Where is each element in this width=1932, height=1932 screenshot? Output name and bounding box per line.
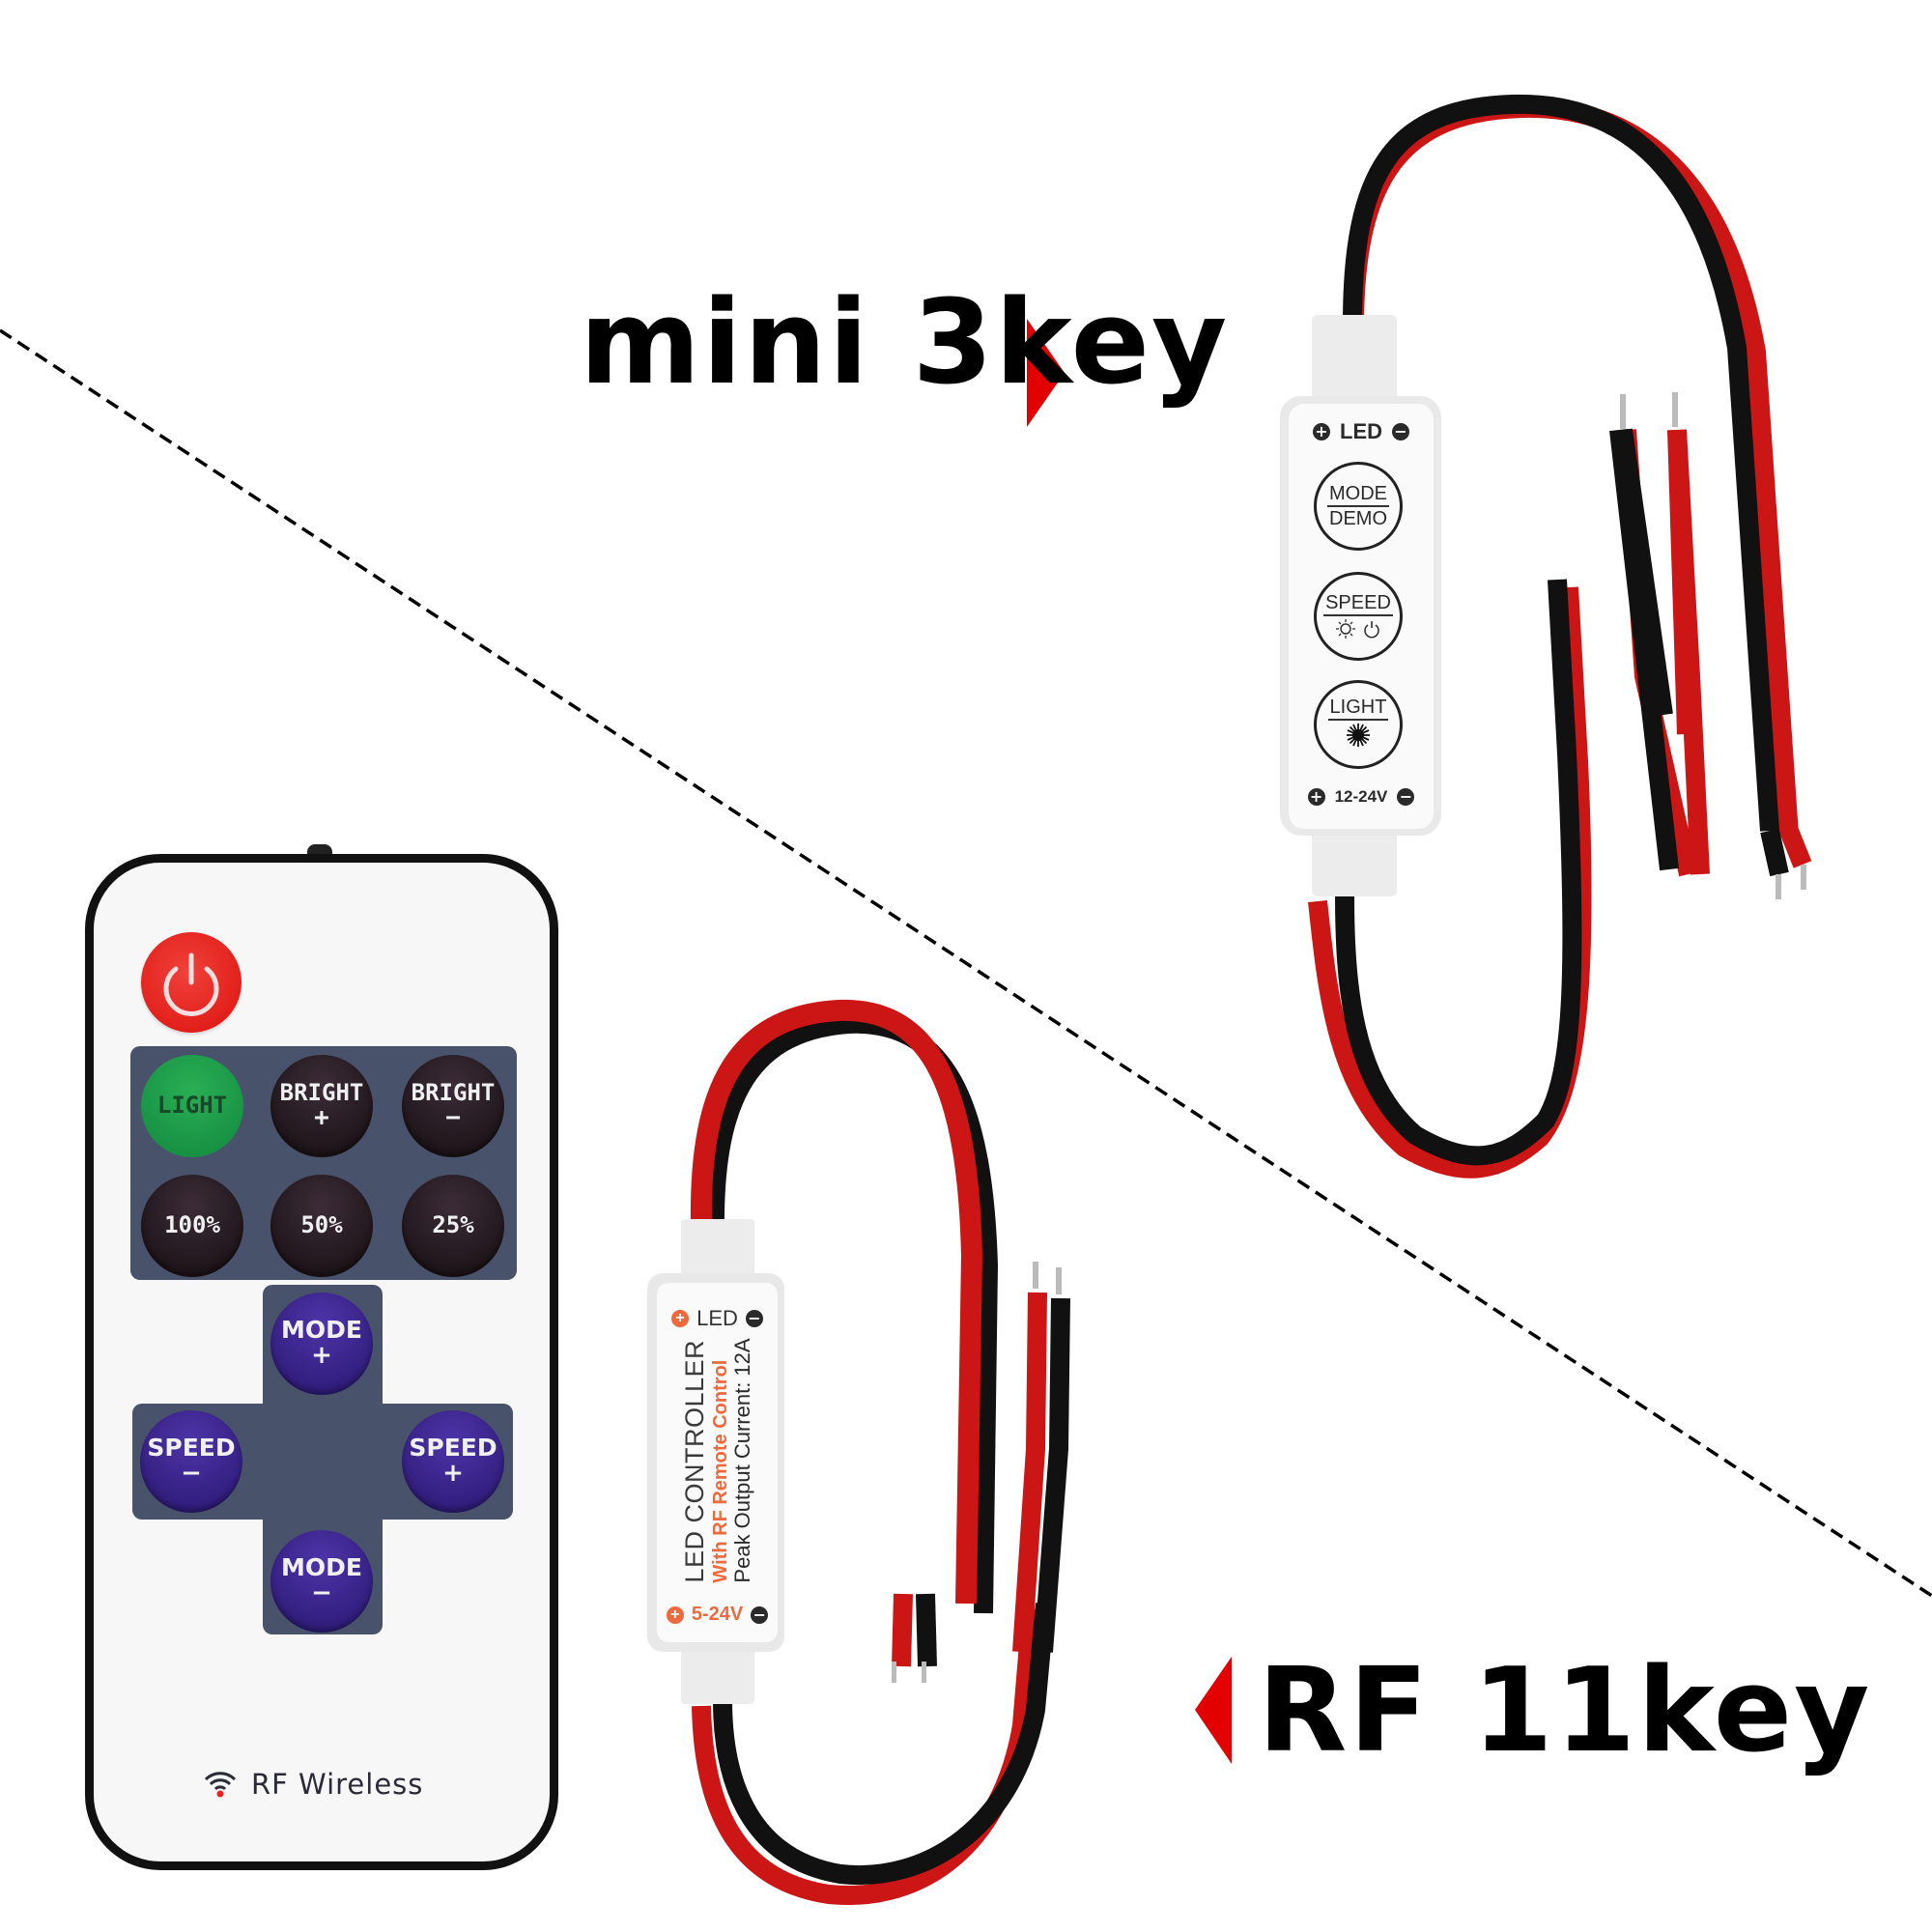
rf-voltage-label: 5-24V <box>691 1604 744 1625</box>
mini-mode-label: MODE <box>1327 483 1389 507</box>
power-button[interactable] <box>141 932 242 1033</box>
brightness-100-label: 100% <box>164 1211 220 1239</box>
rf-wireless-label: RF Wireless <box>251 1768 424 1801</box>
rf-label-panel <box>657 1283 778 1642</box>
minus-icon: − <box>751 1605 769 1624</box>
bright-plus-label: BRIGHT <box>279 1078 364 1106</box>
mini-top-cable <box>1343 94 1812 899</box>
mini-voltage-label: 12-24V <box>1334 787 1388 806</box>
light-button[interactable]: LIGHT <box>141 1055 243 1157</box>
brightness-50-label: 50% <box>300 1211 343 1239</box>
rf-led-label-row: + LED − <box>657 1306 778 1331</box>
mini-speed-label: SPEED <box>1323 593 1393 616</box>
mini-light-label: LIGHT <box>1327 696 1389 721</box>
rf-neck-bottom <box>681 1642 754 1704</box>
wireless-signal-icon <box>204 1772 237 1798</box>
plus-icon: + <box>1313 423 1330 440</box>
speed-plus-sign: + <box>442 1459 464 1489</box>
mode-minus-label: MODE <box>281 1553 362 1582</box>
rf-bottom-cable <box>692 1603 1055 1905</box>
mode-minus-sign: − <box>311 1578 332 1608</box>
arrow-right-icon <box>1027 319 1065 427</box>
brightness-100-button[interactable]: 100% <box>141 1175 243 1277</box>
brightness-25-label: 25% <box>432 1211 474 1239</box>
speed-minus-label: SPEED <box>147 1434 236 1463</box>
diagonal-divider <box>0 328 1932 1598</box>
minus-icon: − <box>1392 423 1409 440</box>
mini-speed-button[interactable]: SPEED <box>1314 572 1403 661</box>
rf-short-wires <box>892 1262 1070 1683</box>
sunburst-icon <box>1347 723 1370 747</box>
rf-voltage-row: + 5-24V − <box>657 1604 778 1626</box>
brightness-50-button[interactable]: 50% <box>270 1175 373 1277</box>
speed-plus-button[interactable]: SPEED + <box>402 1410 504 1513</box>
brightness-25-button[interactable]: 25% <box>402 1175 504 1277</box>
bright-minus-button[interactable]: BRIGHT − <box>402 1055 504 1157</box>
plus-icon: + <box>1307 788 1325 806</box>
power-icon <box>1364 621 1379 639</box>
sun-icon <box>1336 619 1355 639</box>
mini-bottom-cable <box>1308 579 1592 1179</box>
mini-short-wires <box>1609 392 1710 877</box>
minus-icon: − <box>1397 788 1415 806</box>
plus-icon: + <box>666 1605 684 1624</box>
light-button-label: LIGHT <box>156 1092 228 1120</box>
minus-icon: − <box>745 1310 763 1327</box>
mode-plus-label: MODE <box>281 1316 362 1345</box>
heading-mini-3key: mini 3key <box>580 276 1230 411</box>
plus-icon: + <box>671 1310 690 1327</box>
mode-plus-sign: + <box>311 1341 332 1371</box>
rf-current-spec: Peak Output Current: 12A <box>729 1338 754 1583</box>
bright-minus-label: BRIGHT <box>411 1078 496 1106</box>
mini-light-button[interactable]: LIGHT <box>1314 680 1403 769</box>
heading-rf-11key: RF 11key <box>1258 1644 1872 1778</box>
rf-wireless-label-row: RF Wireless <box>203 1768 423 1801</box>
speed-minus-sign: − <box>181 1459 202 1489</box>
mode-minus-button[interactable]: MODE − <box>270 1530 373 1633</box>
speed-plus-label: SPEED <box>409 1434 497 1463</box>
mini-led-label-row: + LED − <box>1289 419 1434 444</box>
mini-voltage-row: + 12-24V − <box>1289 787 1434 807</box>
arrow-left-icon <box>1195 1657 1232 1764</box>
bright-plus-sign: + <box>314 1102 329 1132</box>
rf-led-label: LED <box>696 1306 738 1330</box>
speed-minus-button[interactable]: SPEED − <box>140 1410 242 1513</box>
mode-plus-button[interactable]: MODE + <box>270 1293 373 1395</box>
bright-minus-sign: − <box>445 1102 461 1132</box>
mini-neck-top <box>1312 315 1397 412</box>
mini-demo-label: DEMO <box>1329 507 1387 529</box>
power-icon <box>163 952 219 1016</box>
mini-led-label: LED <box>1340 419 1382 443</box>
mini-mode-demo-button[interactable]: MODE DEMO <box>1314 462 1403 551</box>
rf-subtitle: With RF Remote Control <box>709 1359 731 1583</box>
rf-top-cable <box>690 999 999 1614</box>
bright-plus-button[interactable]: BRIGHT + <box>270 1055 373 1157</box>
rf-title: LED CONTROLLER <box>680 1340 710 1583</box>
